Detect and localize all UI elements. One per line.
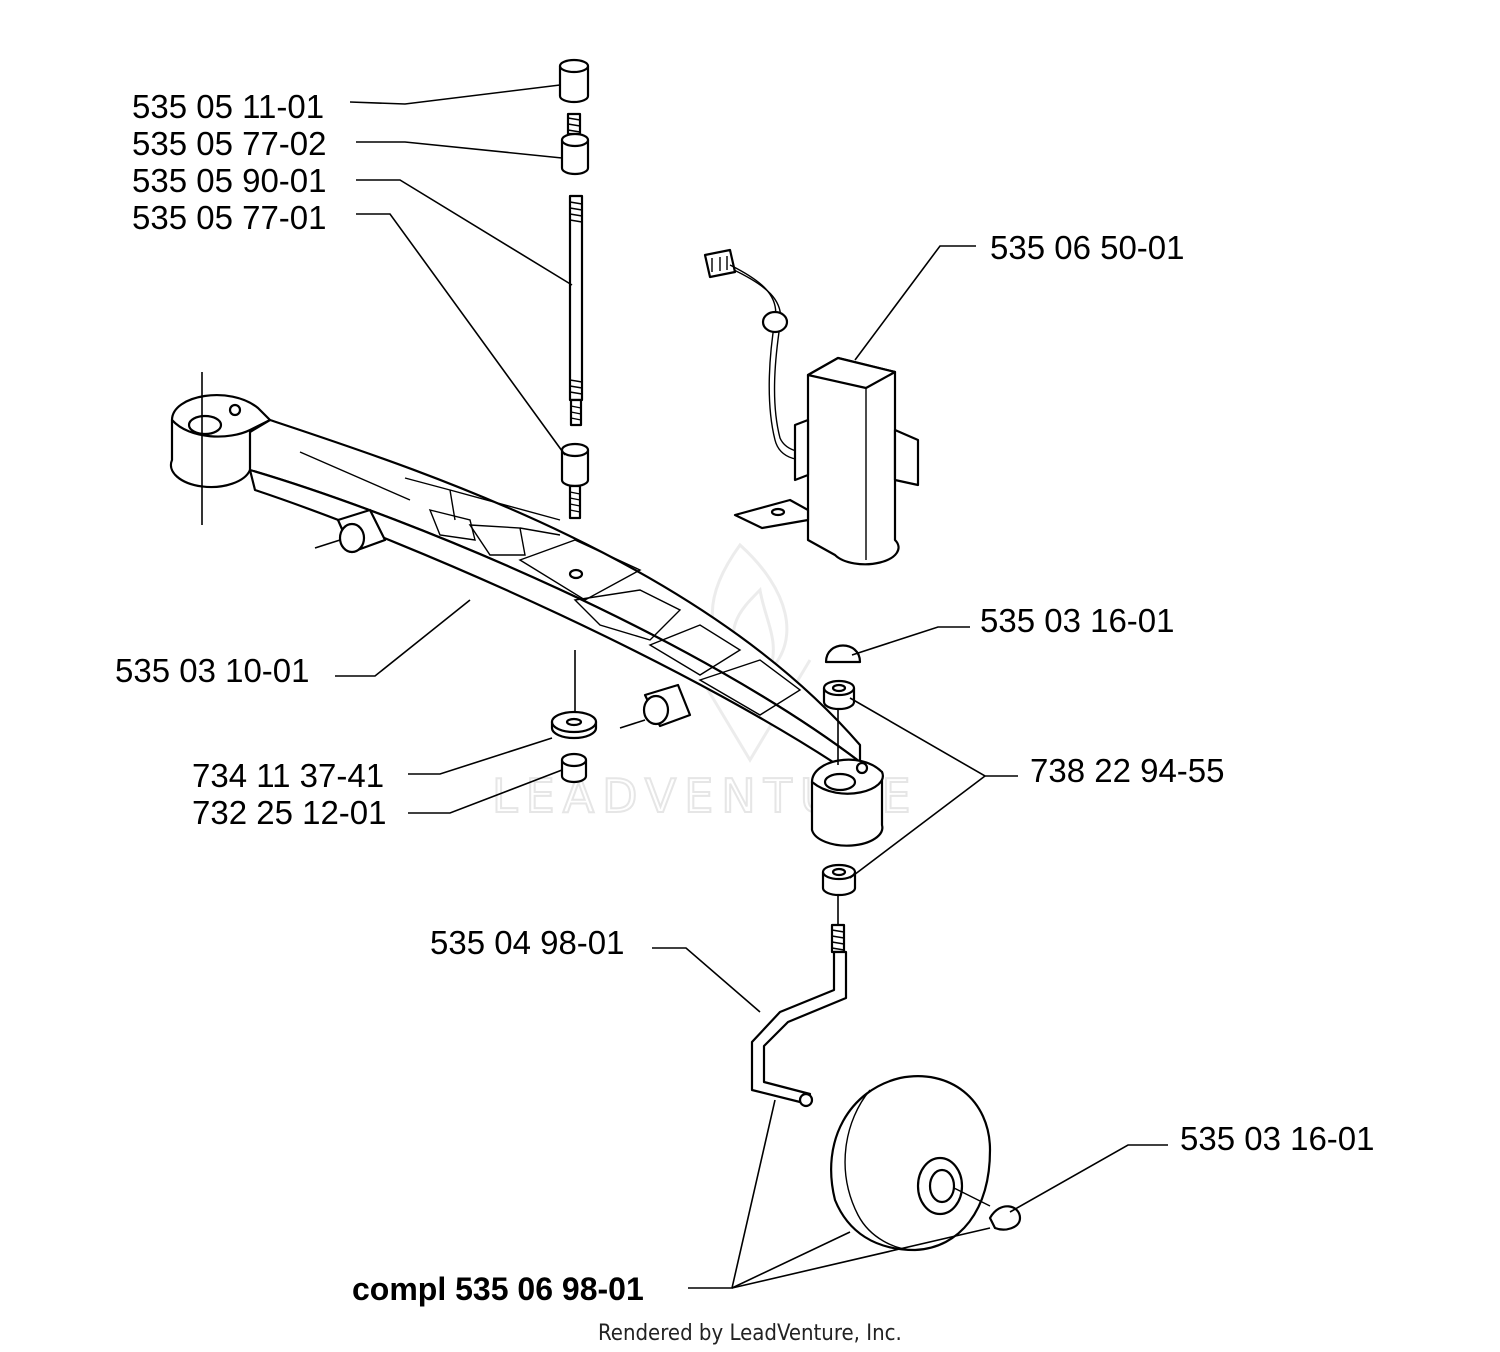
bushing-lower-part <box>821 863 857 897</box>
label-nut-lower: 535 05 77-01 <box>132 199 327 236</box>
washer-part <box>550 710 598 740</box>
small-nut-part <box>560 752 588 784</box>
label-nut-small: 732 25 12-01 <box>192 794 387 831</box>
label-sensor: 535 06 50-01 <box>990 229 1185 266</box>
label-cap-right: 535 03 16-01 <box>980 602 1175 639</box>
cap-right-part <box>824 644 862 664</box>
sensor-part <box>703 248 920 566</box>
label-wheel-axle: 535 04 98-01 <box>430 924 625 961</box>
label-nut-upper: 535 05 77-02 <box>132 125 327 162</box>
label-washer: 734 11 37-41 <box>192 757 384 794</box>
footer-credit: Rendered by LeadVenture, Inc. <box>598 1321 902 1346</box>
leader-lines <box>335 84 1168 1289</box>
label-beam: 535 03 10-01 <box>115 652 310 689</box>
spacer-top-part <box>558 58 590 104</box>
label-spacer-top: 535 05 11-01 <box>132 88 324 125</box>
cap-wheel-part <box>988 1205 1022 1231</box>
label-rod: 535 05 90-01 <box>132 162 327 199</box>
beam-part <box>169 394 884 847</box>
wheel-axle-part <box>750 923 848 1108</box>
threaded-stud-part <box>566 112 582 136</box>
label-cap-wheel: 535 03 16-01 <box>1180 1120 1375 1157</box>
nut-upper-part <box>560 132 590 176</box>
nut-lower-part <box>560 442 590 520</box>
left-boss-axis-line <box>314 539 341 549</box>
part-labels: 535 05 11-01 535 05 77-02 535 05 90-01 5… <box>115 88 1375 1307</box>
label-bushing: 738 22 94-55 <box>1030 752 1225 789</box>
label-complete-assembly: compl 535 06 98-01 <box>352 1271 644 1307</box>
rod-part <box>568 194 584 427</box>
bushing-upper-part <box>822 679 856 711</box>
right-boss-axis-line <box>619 719 646 729</box>
wheel-part <box>830 1075 992 1252</box>
